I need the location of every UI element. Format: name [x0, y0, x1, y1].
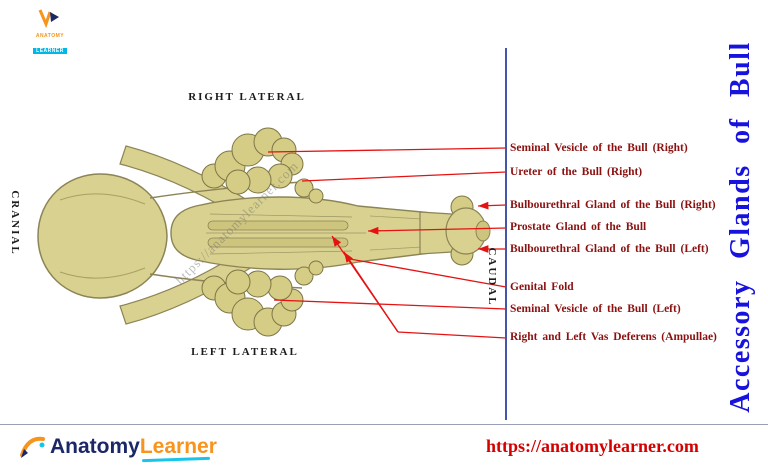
label-prostate: Prostate Gland of the Bull	[510, 221, 647, 233]
label-vas-deferens-ampullae: Right and Left Vas Deferens (Ampullae)	[510, 331, 717, 343]
ampulla-right-shape	[207, 220, 349, 231]
footer-divider	[0, 424, 768, 425]
orientation-left-lateral: LEFT LATERAL	[191, 346, 299, 358]
label-seminal-vesicle-right: Seminal Vesicle of the Bull (Right)	[510, 142, 688, 154]
site-logo-top-line1: ANATOMY	[35, 33, 65, 39]
site-logo-top[interactable]: ANATOMY LEARNER	[28, 8, 72, 57]
orientation-caudal: CAUDAL	[486, 247, 498, 307]
site-logo-top-icon	[38, 9, 59, 29]
brand-name-second: Learner	[140, 435, 217, 463]
footer-brand-logo[interactable]: AnatomyLearner	[18, 433, 217, 463]
label-genital-fold: Genital Fold	[510, 281, 574, 293]
brand-pen-icon	[20, 436, 45, 458]
brand-name-first: Anatomy	[50, 435, 140, 458]
seminal-vesicle-right-shape	[201, 127, 324, 204]
page-title-vertical: Accessory Glands of Bull	[725, 41, 756, 413]
label-seminal-vesicle-left: Seminal Vesicle of the Bull (Left)	[510, 303, 681, 315]
label-bulbourethral-left: Bulbourethral Gland of the Bull (Left)	[510, 243, 709, 255]
site-url-link[interactable]: https://anatomylearner.com	[486, 436, 699, 456]
ampulla-left-shape	[207, 237, 349, 248]
site-logo-top-line2: LEARNER	[33, 48, 67, 54]
orientation-right-lateral: RIGHT LATERAL	[188, 91, 306, 103]
label-ureter-right: Ureter of the Bull (Right)	[510, 166, 643, 178]
urinary-bladder-shape	[37, 173, 168, 299]
vertical-divider	[505, 48, 507, 420]
label-bulbourethral-right: Bulbourethral Gland of the Bull (Right)	[510, 199, 716, 211]
orientation-cranial: CRANIAL	[9, 190, 21, 256]
leader-lines	[267, 147, 507, 339]
seminal-vesicle-left-shape	[201, 260, 324, 337]
